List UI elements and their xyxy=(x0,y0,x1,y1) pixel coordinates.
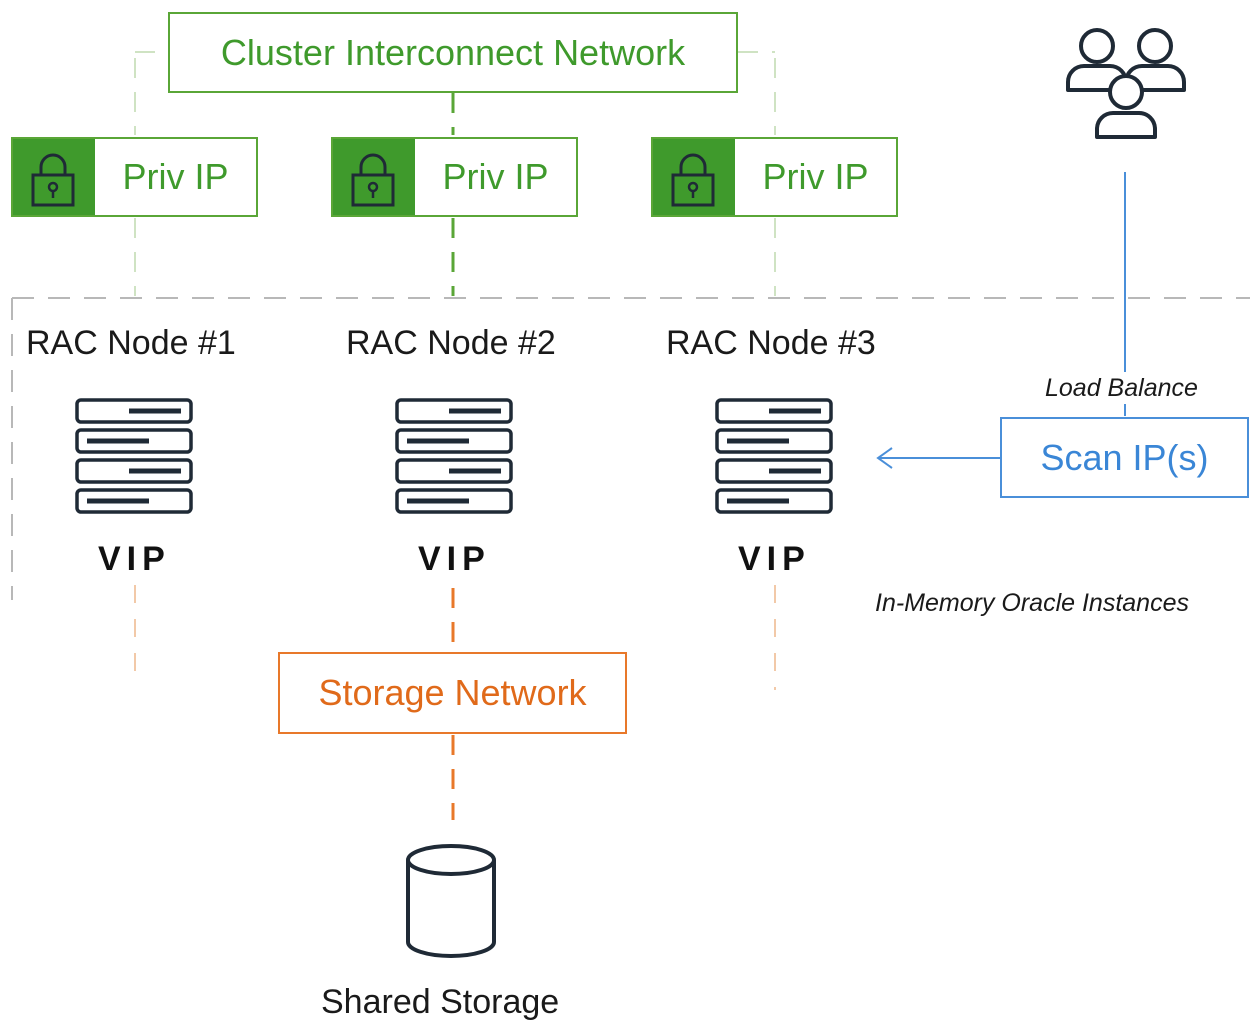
lock-icon-bg xyxy=(13,139,95,215)
private-ip-box-2: Priv IP xyxy=(331,137,578,217)
lock-icon xyxy=(671,153,715,207)
storage-network-label: Storage Network xyxy=(318,672,587,713)
scan-ip-box: Scan IP(s) xyxy=(1000,417,1249,498)
node-title-3: RAC Node #3 xyxy=(666,324,876,362)
lock-icon-bg xyxy=(333,139,415,215)
lock-icon-bg xyxy=(653,139,735,215)
lock-icon xyxy=(31,153,75,207)
instance-group-boundary xyxy=(11,297,1250,600)
cluster-interconnect-network-box: Cluster Interconnect Network xyxy=(168,12,738,93)
arrow-left-icon xyxy=(876,447,893,469)
private-ip-label: Priv IP xyxy=(442,156,549,197)
private-ip-box-1: Priv IP xyxy=(11,137,258,217)
users-icon xyxy=(1066,28,1186,139)
storage-network-box: Storage Network xyxy=(278,652,627,734)
load-balance-connector xyxy=(880,172,1126,459)
interconnect-connectors xyxy=(134,51,776,296)
storage-connectors-faint xyxy=(134,585,776,690)
private-ip-label: Priv IP xyxy=(122,156,229,197)
server-icon xyxy=(75,398,193,514)
vip-label-3: VIP xyxy=(738,540,811,578)
in-memory-instances-label: In-Memory Oracle Instances xyxy=(875,589,1189,617)
lock-icon xyxy=(351,153,395,207)
private-ip-label: Priv IP xyxy=(762,156,869,197)
database-icon xyxy=(406,844,496,958)
private-ip-box-3: Priv IP xyxy=(651,137,898,217)
server-icon xyxy=(715,398,833,514)
load-balance-label: Load Balance xyxy=(1045,374,1198,402)
vip-label-2: VIP xyxy=(418,540,491,578)
cluster-interconnect-network-label: Cluster Interconnect Network xyxy=(220,31,686,73)
scan-ip-label: Scan IP(s) xyxy=(1040,436,1209,478)
node-title-2: RAC Node #2 xyxy=(346,324,556,362)
vip-label-1: VIP xyxy=(98,540,171,578)
shared-storage-label: Shared Storage xyxy=(321,983,560,1021)
node-title-1: RAC Node #1 xyxy=(26,324,236,362)
server-icon xyxy=(395,398,513,514)
